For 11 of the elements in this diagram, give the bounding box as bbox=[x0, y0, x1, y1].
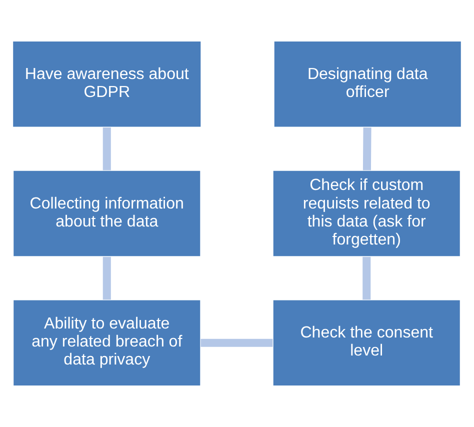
node-box: Collecting information about the data bbox=[12, 170, 202, 258]
node-box: Ability to evaluate any related breach of data privacy bbox=[12, 299, 202, 386]
connector bbox=[362, 128, 372, 170]
connector bbox=[102, 128, 111, 170]
connector bbox=[200, 338, 273, 347]
node-box: Check the consent level bbox=[272, 299, 461, 386]
node-box: Have awareness about GDPR bbox=[12, 40, 202, 128]
connector bbox=[362, 256, 371, 300]
node-box: Check if custom requists related to this data (ask for forgetten) bbox=[272, 170, 461, 258]
node-box: Designating data officer bbox=[273, 40, 462, 128]
connector bbox=[102, 256, 111, 300]
